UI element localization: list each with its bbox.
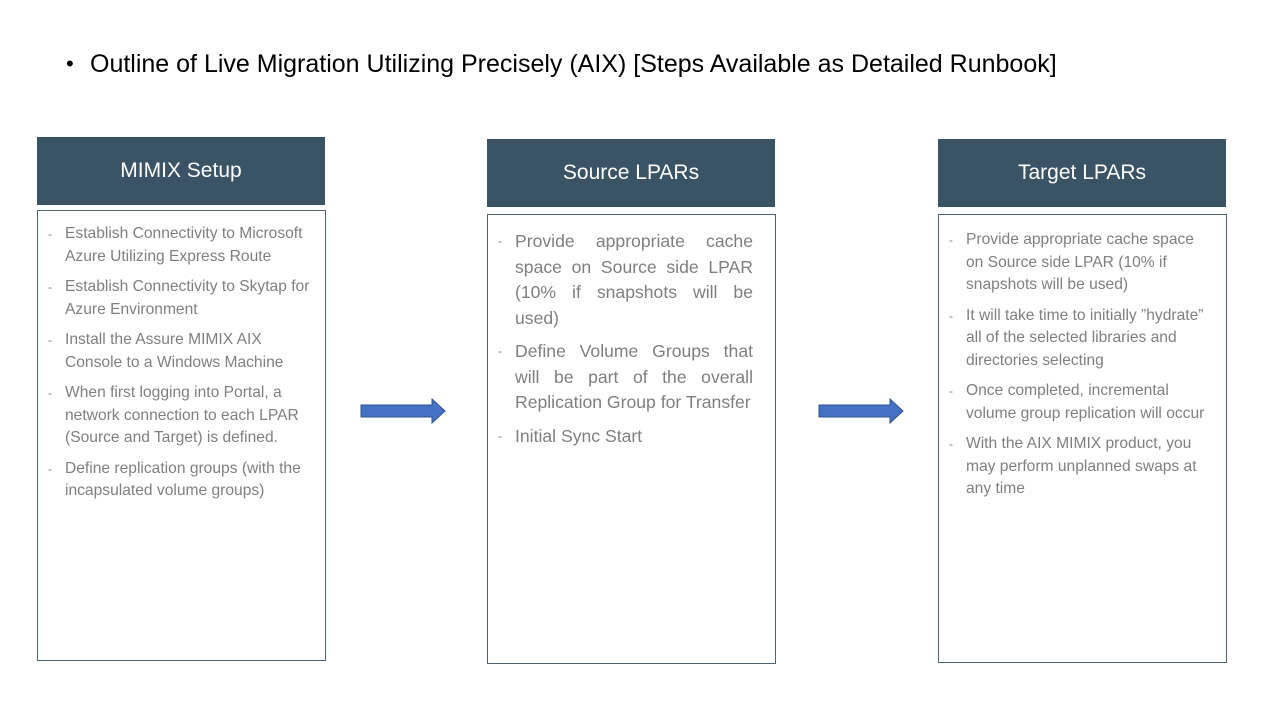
right-arrow-icon [818, 398, 904, 424]
column-source-lpars: Source LPARs Provide appropriate cache s… [487, 139, 776, 664]
slide-title-row: • Outline of Live Migration Utilizing Pr… [66, 48, 1057, 80]
list-item: Provide appropriate cache space on Sourc… [498, 229, 753, 331]
column-body: Provide appropriate cache space on Sourc… [487, 214, 776, 664]
right-arrow-icon [360, 398, 446, 424]
list-item: When first logging into Portal, a networ… [48, 382, 317, 450]
column-body: Provide appropriate cache space on Sourc… [938, 214, 1227, 663]
step-list: Provide appropriate cache space on Sourc… [949, 229, 1212, 501]
column-mimix-setup: MIMIX Setup Establish Connectivity to Mi… [37, 137, 326, 661]
list-item: It will take time to initially ”hydrate”… [949, 305, 1212, 373]
column-target-lpars: Target LPARs Provide appropriate cache s… [938, 139, 1227, 663]
list-item: Provide appropriate cache space on Sourc… [949, 229, 1212, 297]
list-item: Establish Connectivity to Skytap for Azu… [48, 276, 317, 321]
list-item: Once completed, incremental volume group… [949, 380, 1212, 425]
column-header: Source LPARs [487, 139, 775, 207]
slide-title: Outline of Live Migration Utilizing Prec… [90, 50, 1057, 78]
list-item: Establish Connectivity to Microsoft Azur… [48, 223, 317, 268]
list-item: Initial Sync Start [498, 424, 753, 450]
column-header: MIMIX Setup [37, 137, 325, 205]
list-item: Define replication groups (with the inca… [48, 458, 317, 503]
step-list: Provide appropriate cache space on Sourc… [498, 229, 753, 449]
column-header: Target LPARs [938, 139, 1226, 207]
step-list: Establish Connectivity to Microsoft Azur… [48, 223, 317, 503]
list-item: Install the Assure MIMIX AIX Console to … [48, 329, 317, 374]
bullet-icon: • [66, 51, 74, 76]
list-item: Define Volume Groups that will be part o… [498, 339, 753, 416]
list-item: With the AIX MIMIX product, you may perf… [949, 433, 1212, 501]
column-body: Establish Connectivity to Microsoft Azur… [37, 210, 326, 661]
